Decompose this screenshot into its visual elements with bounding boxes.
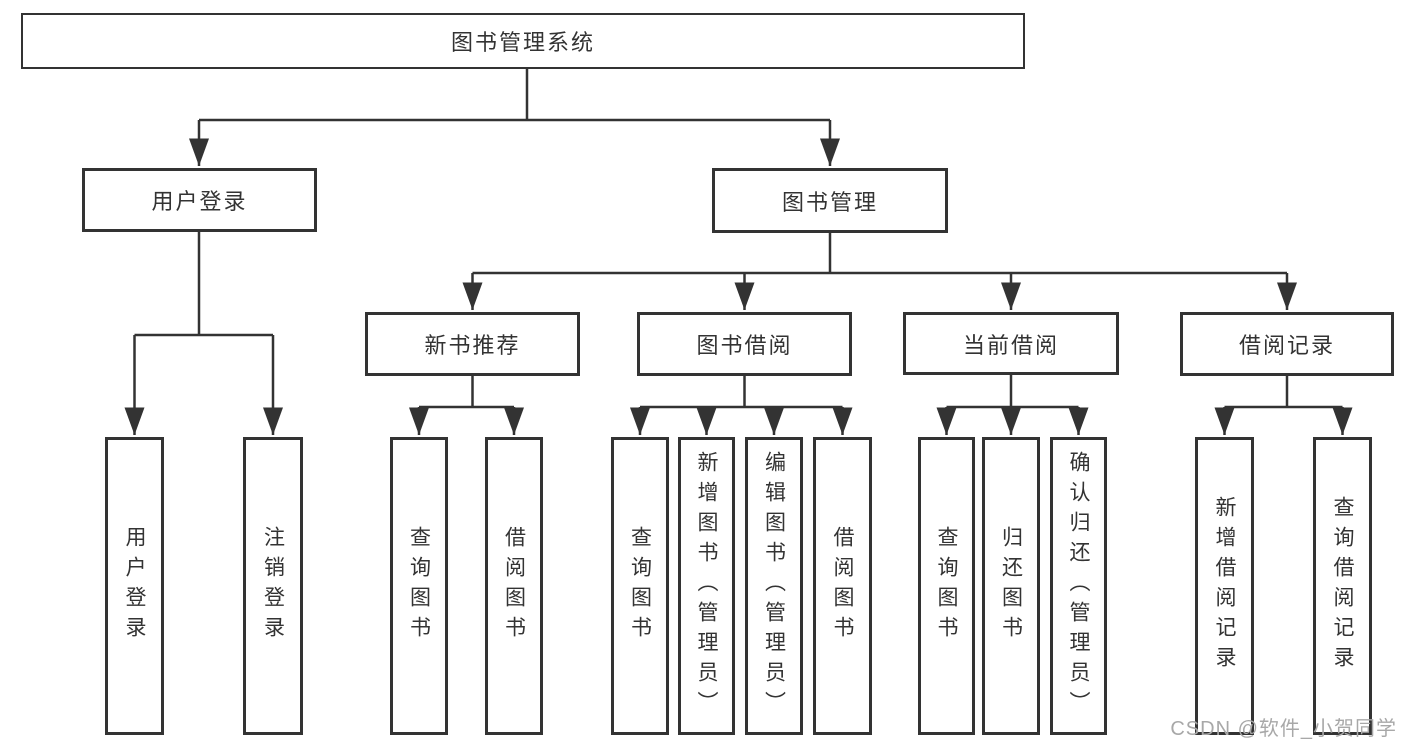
csdn-watermark: CSDN @软件_小贺同学 [1170, 718, 1397, 740]
leaf-borrow-book-recommend-label: 借阅图书 [502, 526, 526, 646]
node-current-borrow-label: 当前借阅 [962, 332, 1059, 358]
leaf-edit-book-admin: 编辑图书（管理员） [745, 437, 803, 735]
leaf-add-borrow-record: 新增借阅记录 [1195, 437, 1254, 735]
leaf-edit-book-admin-label: 编辑图书（管理员） [762, 451, 786, 721]
node-user-login-label: 用户登录 [151, 189, 248, 214]
leaf-user-login: 用户登录 [105, 437, 164, 735]
leaf-return-book: 归还图书 [982, 437, 1040, 735]
node-borrow-record-label: 借阅记录 [1238, 333, 1335, 358]
node-book-borrow-label: 图书借阅 [696, 333, 793, 358]
leaf-add-borrow-record-label: 新增借阅记录 [1213, 496, 1236, 676]
leaf-query-book-current-label: 查询图书 [935, 526, 958, 646]
leaf-logout-login-label: 注销登录 [261, 526, 285, 646]
leaf-borrow-book-recommend: 借阅图书 [485, 437, 543, 735]
leaf-query-book-current: 查询图书 [918, 437, 975, 735]
leaf-query-book-recommend: 查询图书 [390, 437, 448, 735]
node-new-book-recommend-label: 新书推荐 [424, 333, 521, 358]
leaf-query-book-borrow: 查询图书 [611, 437, 669, 735]
leaf-query-book-recommend-label: 查询图书 [407, 526, 431, 646]
leaf-borrow-book-label: 借阅图书 [831, 526, 854, 646]
node-new-book-recommend: 新书推荐 [365, 312, 580, 376]
leaf-confirm-return-admin: 确认归还（管理员） [1050, 437, 1107, 735]
leaf-add-book-admin-label: 新增图书（管理员） [695, 451, 718, 721]
leaf-user-login-label: 用户登录 [123, 526, 146, 646]
leaf-return-book-label: 归还图书 [999, 526, 1023, 646]
node-book-management-label: 图书管理 [781, 189, 878, 215]
node-user-login: 用户登录 [82, 168, 317, 232]
node-root-label: 图书管理系统 [450, 30, 595, 55]
leaf-query-book-borrow-label: 查询图书 [628, 526, 652, 646]
node-root: 图书管理系统 [21, 13, 1025, 69]
leaf-query-borrow-record-label: 查询借阅记录 [1331, 496, 1354, 676]
leaf-borrow-book: 借阅图书 [813, 437, 872, 735]
leaf-add-book-admin: 新增图书（管理员） [678, 437, 735, 735]
leaf-query-borrow-record: 查询借阅记录 [1313, 437, 1372, 735]
leaf-logout-login: 注销登录 [243, 437, 303, 735]
node-book-borrow: 图书借阅 [637, 312, 852, 376]
node-book-management: 图书管理 [712, 168, 948, 233]
node-current-borrow: 当前借阅 [903, 312, 1119, 375]
leaf-confirm-return-admin-label: 确认归还（管理员） [1067, 451, 1090, 721]
node-borrow-record: 借阅记录 [1180, 312, 1394, 376]
